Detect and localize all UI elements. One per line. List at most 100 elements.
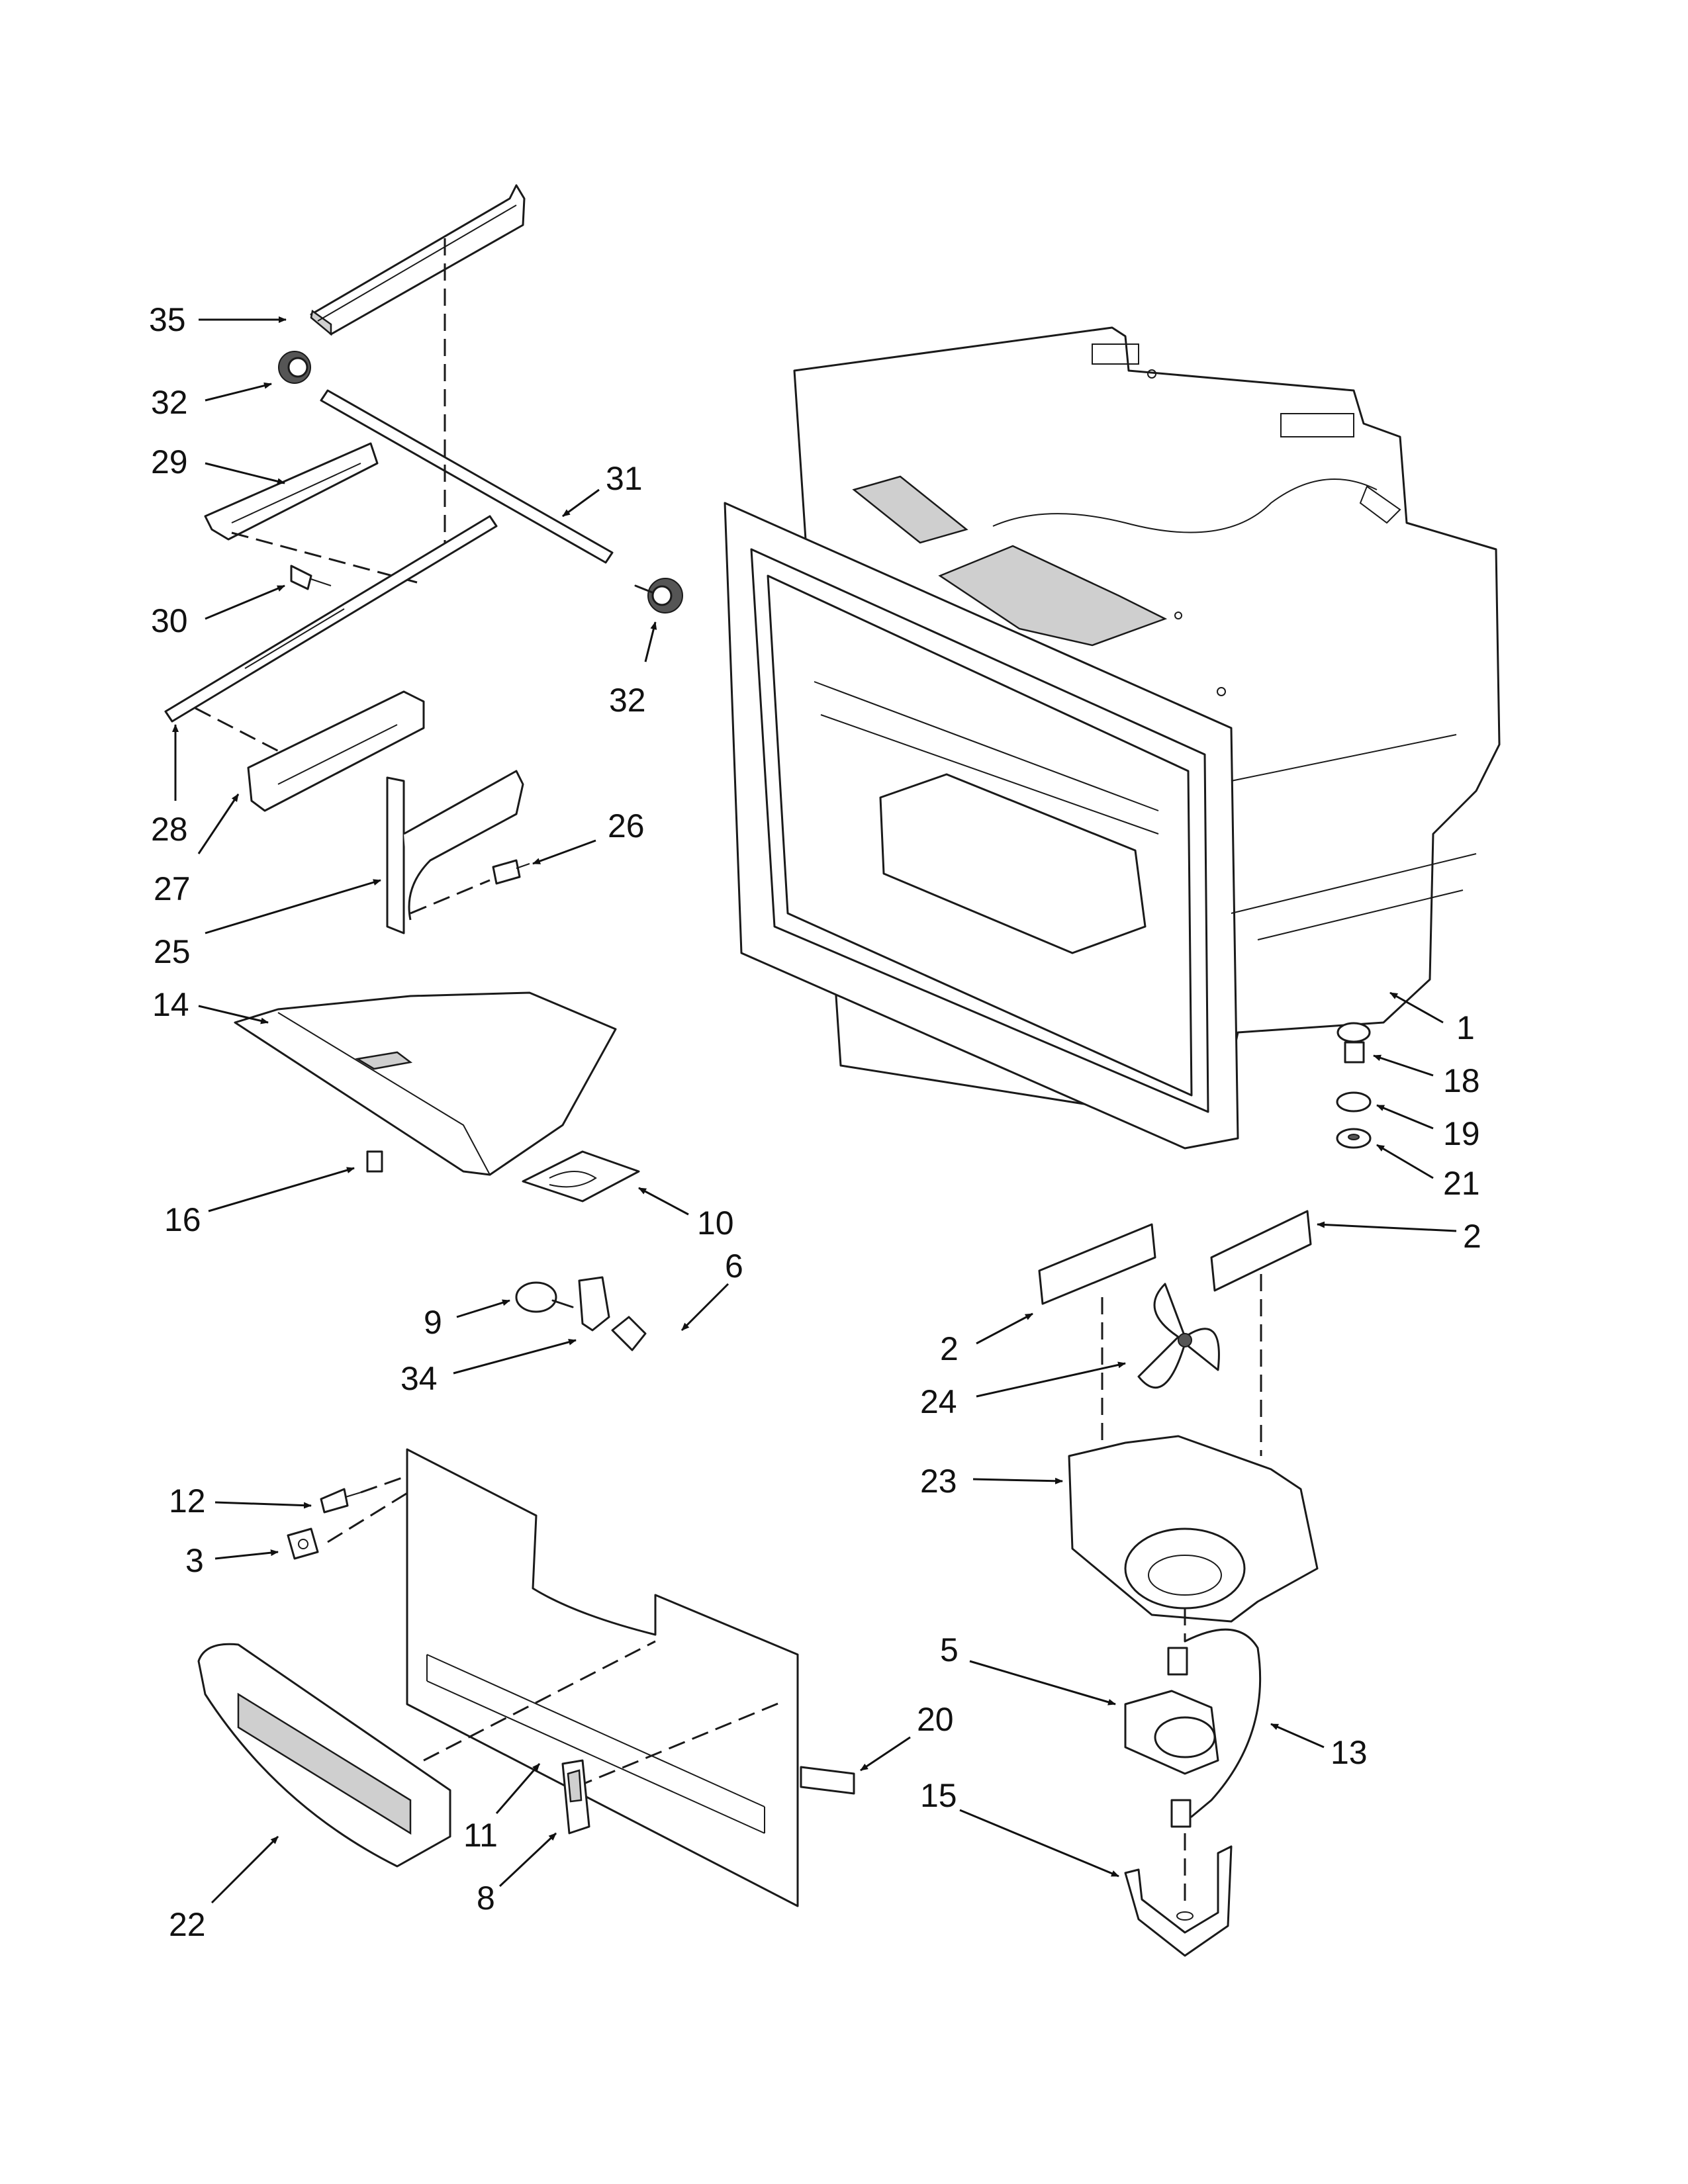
leader-31: [562, 488, 600, 518]
callout-21: 21: [1443, 1165, 1480, 1202]
leader-11: [495, 1763, 541, 1814]
part-24-fan-blade: [1137, 1283, 1220, 1389]
part-9-bulb: [515, 1281, 574, 1313]
part-12-screw: [320, 1488, 361, 1514]
callout-31: 31: [606, 460, 643, 497]
part-22-grille: [197, 1643, 451, 1868]
callout-22: 22: [169, 1906, 206, 1943]
part-5-motor: [1124, 1647, 1219, 1775]
guide-line-25: [410, 879, 491, 915]
leader-6: [680, 1283, 729, 1332]
part-2-pad-left: [1038, 1223, 1156, 1305]
leader-25: [205, 879, 381, 934]
guide-line-11: [423, 1640, 656, 1762]
callout-27: 27: [154, 870, 191, 907]
callout-26: 26: [608, 807, 645, 844]
guide-line-12: [360, 1471, 418, 1494]
callout-8: 8: [477, 1880, 495, 1917]
part-26-screw: [492, 859, 530, 885]
guide-line-bracket: [231, 531, 418, 584]
callout-23: 23: [920, 1463, 957, 1500]
leader-29: [205, 462, 285, 485]
part-1-freezer-liner: [724, 326, 1501, 1150]
callout-30: 30: [151, 602, 188, 639]
part-32-gear-right: [634, 578, 683, 614]
callout-16: 16: [164, 1201, 201, 1238]
leader-15: [959, 1809, 1119, 1878]
leader-32a: [205, 382, 272, 402]
callout-32-right: 32: [609, 682, 646, 719]
callout-25: 25: [154, 933, 191, 970]
leader-23: [972, 1477, 1063, 1484]
callout-18: 18: [1443, 1062, 1480, 1099]
callout-20: 20: [917, 1701, 954, 1738]
guide-line-rail-lower: [195, 707, 299, 762]
part-29-bracket: [204, 442, 379, 541]
part-25-side-bracket: [386, 770, 524, 934]
callout-35: 35: [149, 301, 186, 338]
leader-27: [197, 794, 240, 854]
part-20-strip: [800, 1766, 855, 1795]
callout-13: 13: [1331, 1734, 1368, 1771]
part-32-gear-top: [278, 351, 311, 384]
callout-32-top: 32: [151, 384, 188, 421]
callout-9: 9: [424, 1304, 442, 1341]
callout-6: 6: [725, 1248, 743, 1285]
part-10-sheet: [522, 1150, 640, 1203]
leader-8: [498, 1832, 557, 1888]
callout-3: 3: [185, 1542, 204, 1579]
callout-labels: 35 32 29 31 30 32 28 27 26 25 14 1 18 19…: [149, 301, 1481, 1943]
callout-24: 24: [920, 1383, 957, 1420]
leader-18: [1373, 1054, 1434, 1077]
callout-10: 10: [697, 1205, 734, 1242]
part-27-bracket: [247, 690, 425, 812]
leader-14: [198, 1005, 269, 1024]
guide-line-11b: [575, 1700, 785, 1788]
callout-29: 29: [151, 443, 188, 480]
part-2-pad-right: [1210, 1210, 1312, 1292]
part-15-bracket: [1124, 1845, 1233, 1957]
leader-12: [214, 1501, 312, 1509]
leader-34: [453, 1339, 577, 1375]
callout-1: 1: [1456, 1009, 1475, 1046]
part-18-drain-valve: [1336, 1022, 1371, 1064]
callout-11: 11: [463, 1817, 498, 1854]
guide-line-3: [327, 1488, 414, 1543]
callout-14: 14: [152, 986, 189, 1023]
leader-19: [1376, 1104, 1434, 1130]
callout-5: 5: [940, 1631, 959, 1668]
leader-10: [638, 1187, 689, 1216]
leader-2b: [976, 1312, 1033, 1345]
callout-2-right: 2: [1463, 1218, 1481, 1255]
part-11-panel: [406, 1448, 799, 1907]
leader-1: [1389, 991, 1444, 1024]
callout-12: 12: [169, 1482, 206, 1520]
part-6-housing: [611, 1316, 647, 1351]
callout-15: 15: [920, 1777, 957, 1814]
leader-lines: [172, 316, 1457, 1904]
leader-20: [860, 1736, 911, 1772]
leader-9: [456, 1299, 510, 1318]
part-21-cap: [1336, 1128, 1372, 1149]
callout-2-left: 2: [940, 1330, 959, 1367]
leader-3: [214, 1549, 279, 1560]
leader-5: [969, 1660, 1116, 1706]
part-13-wire: [1184, 1628, 1262, 1818]
part-34-socket: [578, 1276, 610, 1332]
part-35-slide-rail: [310, 184, 526, 336]
leader-32b: [644, 621, 657, 662]
part-28-side-rail: [164, 515, 498, 723]
leader-30: [205, 584, 285, 620]
part-16-clip: [366, 1150, 383, 1173]
part-13-grommet: [1170, 1799, 1192, 1828]
part-19-o-ring: [1336, 1091, 1372, 1113]
part-8-switch: [561, 1759, 590, 1835]
leader-13: [1270, 1723, 1325, 1749]
leader-2a: [1317, 1221, 1457, 1232]
callout-28: 28: [151, 811, 188, 848]
callout-34: 34: [400, 1360, 438, 1397]
leader-26: [532, 839, 596, 865]
leader-16: [208, 1167, 355, 1212]
part-30-screw: [290, 565, 332, 590]
